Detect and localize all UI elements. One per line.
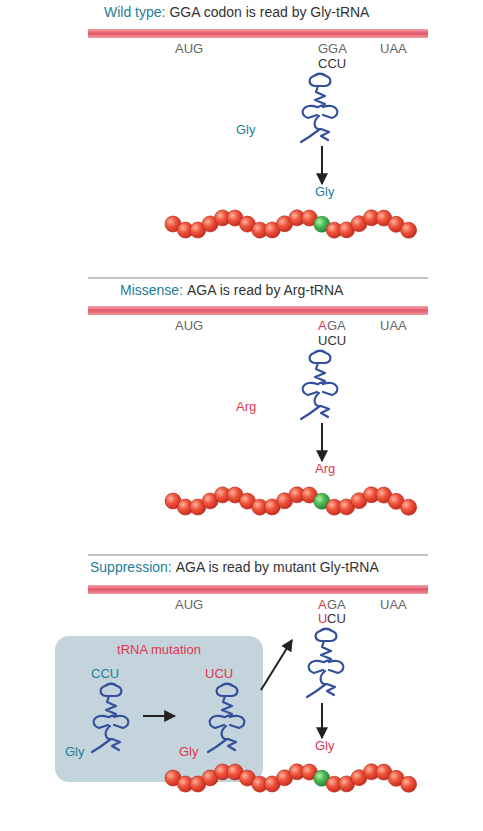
mrna-band-fill — [88, 29, 428, 38]
arrow-connector — [261, 640, 292, 690]
amino-acid-bead — [401, 222, 417, 238]
box-title: tRNA mutation — [55, 642, 263, 657]
codon-text: UAA — [380, 41, 407, 56]
codon-text: AUG — [175, 41, 203, 56]
bead-chain — [165, 754, 427, 804]
trna-shape — [300, 627, 352, 699]
trna-label: CCU — [91, 666, 119, 681]
codon-text: GA — [327, 318, 346, 333]
amino-acid-label: Gly — [315, 738, 335, 753]
trna-label: UCU — [318, 333, 346, 348]
arrow-connector — [321, 146, 323, 184]
heading-text: Missense: — [120, 282, 183, 298]
panel-divider — [88, 277, 428, 278]
trna-label: CU — [327, 611, 346, 626]
mrna-strand: AUG AGA UAA — [88, 305, 428, 335]
amino-acid-label: Gly — [315, 184, 335, 199]
heading-text: Wild type: — [104, 4, 165, 20]
trna-molecule: UCU Gly — [175, 666, 261, 776]
amino-acid-label: Arg — [315, 461, 335, 476]
codon-text: AUG — [175, 597, 203, 612]
polypeptide-chain: Arg — [165, 461, 427, 527]
mrna-strand: AUG AGA UAA — [88, 584, 428, 614]
trna-shape — [294, 72, 346, 144]
trna-molecule: UCU Arg — [228, 333, 348, 423]
amino-acid-bead — [401, 499, 417, 515]
arrow-connector — [321, 423, 323, 461]
codon-text: GA — [327, 597, 346, 612]
mrna-strand: AUG GGA UAA — [88, 28, 428, 58]
heading-text: Suppression: — [90, 559, 172, 575]
trna-label: Gly — [179, 744, 199, 759]
bead-chain — [165, 200, 427, 250]
codon-text: AUG — [175, 318, 203, 333]
trna-label: CCU — [318, 56, 346, 71]
panel-heading: Wild type:GGA codon is read by Gly-tRNA — [104, 4, 369, 20]
trna-label: Arg — [236, 399, 256, 414]
trna-shape — [201, 682, 253, 754]
amino-acid-bead — [401, 776, 417, 792]
trna-label: Gly — [65, 744, 85, 759]
trna-molecule: CCU Gly — [63, 666, 143, 776]
mrna-band-fill — [88, 585, 428, 594]
mutation-box: tRNA mutationCCU Gly UCU Gly — [55, 636, 263, 782]
codon-text: GGA — [318, 41, 347, 56]
codon-text: A — [318, 318, 327, 333]
codon-text: UAA — [380, 597, 407, 612]
trna-molecule: UCU — [292, 611, 358, 703]
codon-text: UAA — [380, 318, 407, 333]
trna-shape — [294, 349, 346, 421]
polypeptide-chain: Gly — [165, 184, 427, 250]
panel-heading: Missense:AGA is read by Arg-tRNA — [120, 282, 343, 298]
polypeptide-chain: Gly — [165, 738, 427, 804]
trna-shape — [85, 682, 137, 754]
heading-text: AGA is read by mutant Gly-tRNA — [176, 559, 379, 575]
mrna-band — [88, 585, 428, 595]
trna-cloverleaf — [208, 684, 244, 752]
panel-heading: Suppression:AGA is read by mutant Gly-tR… — [90, 559, 379, 575]
mrna-band — [88, 29, 428, 39]
arrow-connector — [321, 703, 323, 738]
mrna-band — [88, 306, 428, 316]
trna-cloverleaf — [307, 629, 343, 697]
trna-label: Gly — [236, 122, 256, 137]
trna-cloverleaf — [92, 684, 128, 752]
heading-text: AGA is read by Arg-tRNA — [187, 282, 343, 298]
panel-divider — [88, 554, 428, 555]
heading-text: GGA codon is read by Gly-tRNA — [169, 4, 369, 20]
trna-molecule: CCU Gly — [228, 56, 348, 146]
trna-cloverleaf — [301, 351, 337, 419]
trna-label: UCU — [205, 666, 233, 681]
trna-label: U — [318, 611, 327, 626]
bead-chain — [165, 477, 427, 527]
codon-text: A — [318, 597, 327, 612]
trna-cloverleaf — [301, 74, 337, 142]
mrna-band-fill — [88, 306, 428, 315]
